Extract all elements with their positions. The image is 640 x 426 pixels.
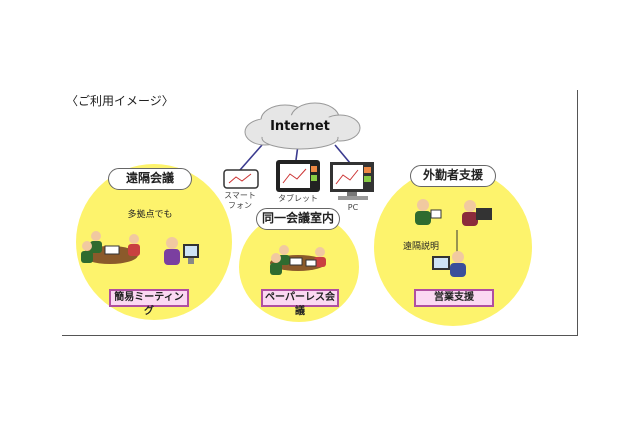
pc-label: PC (347, 203, 359, 212)
same-room-illustration (270, 245, 326, 275)
caption: 〈ご利用イメージ〉 (66, 94, 174, 108)
remote-meeting-title: 遠隔会議 (108, 168, 192, 190)
smartphone-label: スマート フォン (224, 191, 256, 210)
field-support-note: 遠隔説明 (403, 242, 440, 252)
frame-bottom-border (62, 335, 578, 336)
pc-icon (330, 162, 374, 200)
remote-meeting-illustration (81, 231, 199, 265)
smartphone-icon (223, 169, 259, 189)
same-room-tag: ペーパーレス会議 (261, 289, 339, 317)
same-room-title: 同一会議室内 (256, 208, 340, 230)
cloud-label: Internet (270, 119, 330, 134)
field-support-illustration (415, 199, 492, 277)
field-support-tag: 営業支援 (414, 289, 494, 307)
tablet-label: タブレット (278, 194, 318, 203)
tablet-icon (276, 160, 320, 192)
frame-right-border (577, 90, 578, 335)
field-support-title: 外勤者支援 (410, 165, 496, 187)
remote-meeting-subtitle: 多拠点でも (127, 210, 173, 220)
remote-meeting-tag: 簡易ミーティング (109, 289, 189, 317)
